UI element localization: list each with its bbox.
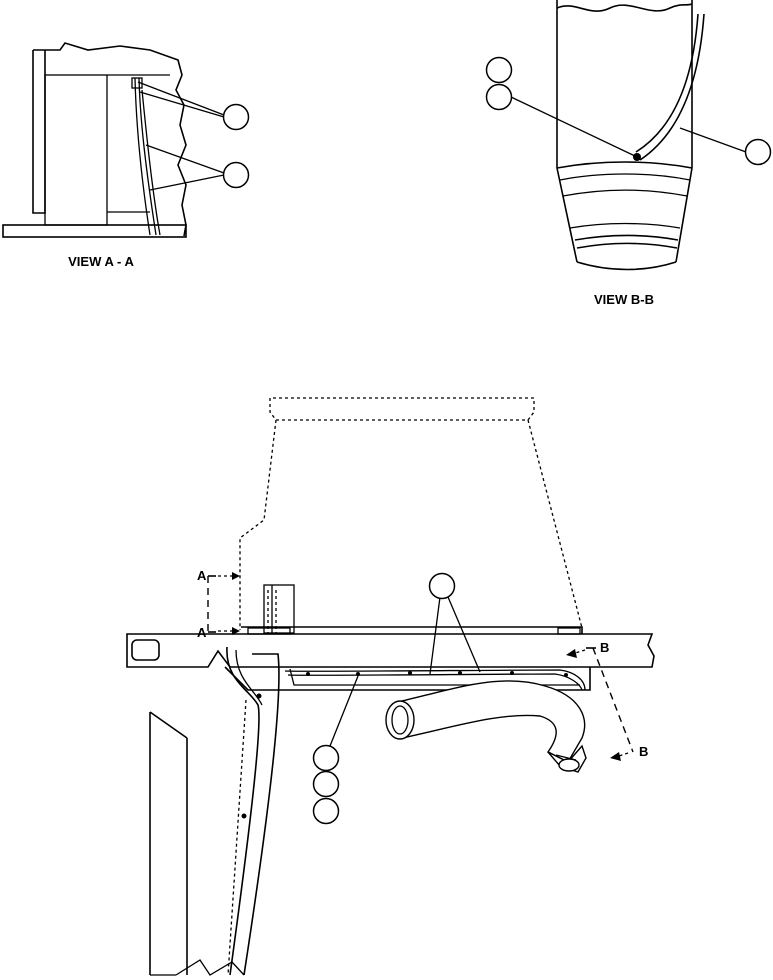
callout-balloon [485,83,513,111]
section-a-label-lower: A [197,625,207,640]
callout-balloon [312,797,340,825]
callout-balloon [744,138,772,166]
section-a-label-upper: A [197,568,207,583]
callout-balloon [428,572,456,600]
view-bb-caption: VIEW B-B [594,292,654,307]
callout-balloon [222,103,250,131]
view-aa-caption: VIEW A - A [68,254,134,269]
view-aa-detail [2,42,250,238]
view-bb-detail [485,0,772,271]
callout-balloon [312,770,340,798]
callout-balloon [222,161,250,189]
section-b-label-upper: B [600,640,609,655]
callout-balloon [312,744,340,772]
callout-balloon [485,56,513,84]
section-b-label-lower: B [639,744,648,759]
main-assembly [126,397,655,976]
